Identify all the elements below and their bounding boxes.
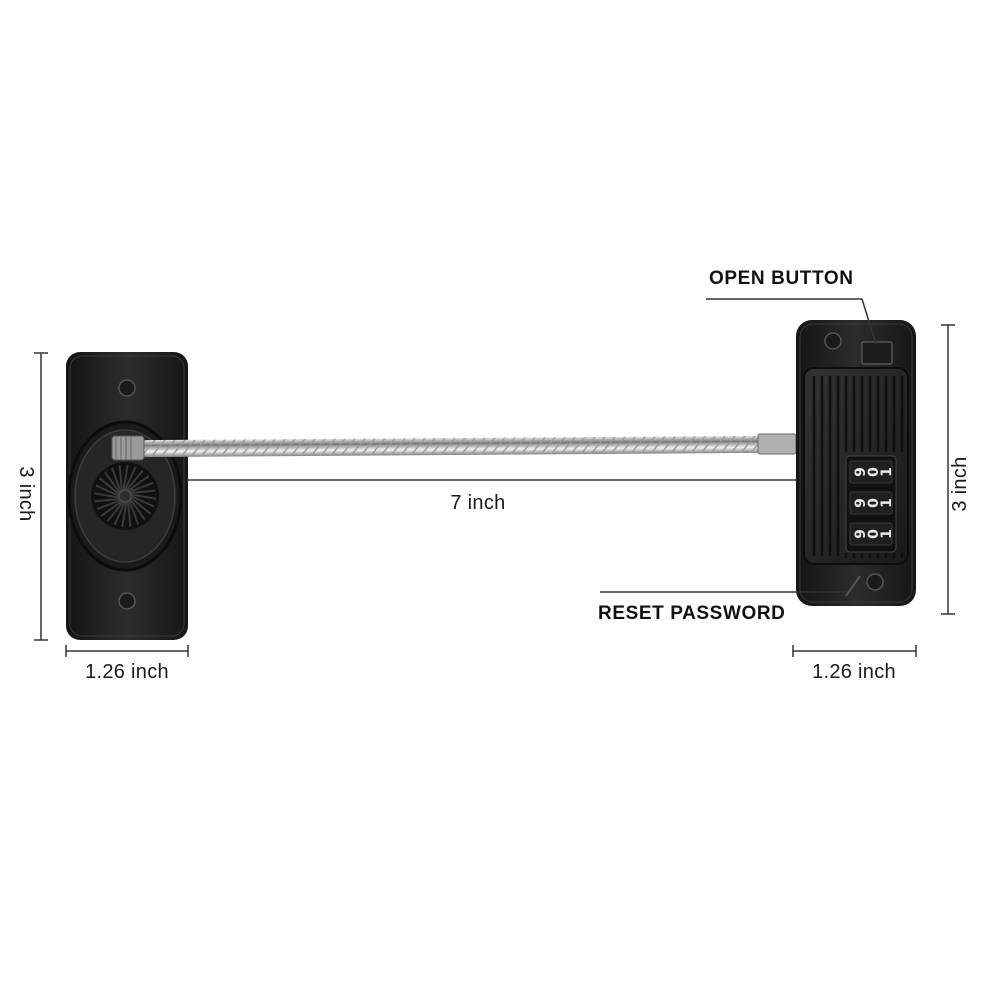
dial-digit: 9 — [853, 498, 869, 508]
grip-ribs — [812, 376, 904, 558]
dial-digit: 9 — [853, 467, 869, 477]
dimension-lines — [34, 298, 955, 657]
screw-hole-icon — [118, 379, 136, 397]
steel-cable — [111, 433, 797, 461]
open-button — [861, 341, 893, 365]
dial-digit: 0 — [866, 529, 882, 539]
screw-hole-icon — [824, 332, 842, 350]
dial-digit: 1 — [879, 467, 895, 477]
reset-password-notch — [845, 575, 861, 597]
dial-digit: 1 — [879, 498, 895, 508]
left-base-plate — [66, 352, 188, 640]
reset-password-label: RESET PASSWORD — [598, 603, 786, 624]
left-width-label: 1.26 inch — [85, 661, 169, 683]
right-height-label: 3 inch — [949, 456, 971, 511]
right-width-label: 1.26 inch — [812, 661, 896, 683]
rotary-knob-icon — [91, 462, 159, 530]
left-height-label: 3 inch — [15, 466, 37, 521]
dial-digit: 0 — [866, 467, 882, 477]
screw-hole-icon — [866, 573, 884, 591]
dial-digit: 0 — [866, 498, 882, 508]
dial-digit: 1 — [879, 529, 895, 539]
cable-length-label: 7 inch — [450, 492, 505, 514]
dial-digit: 9 — [853, 529, 869, 539]
screw-hole-icon — [118, 592, 136, 610]
open-button-label: OPEN BUTTON — [709, 268, 854, 289]
